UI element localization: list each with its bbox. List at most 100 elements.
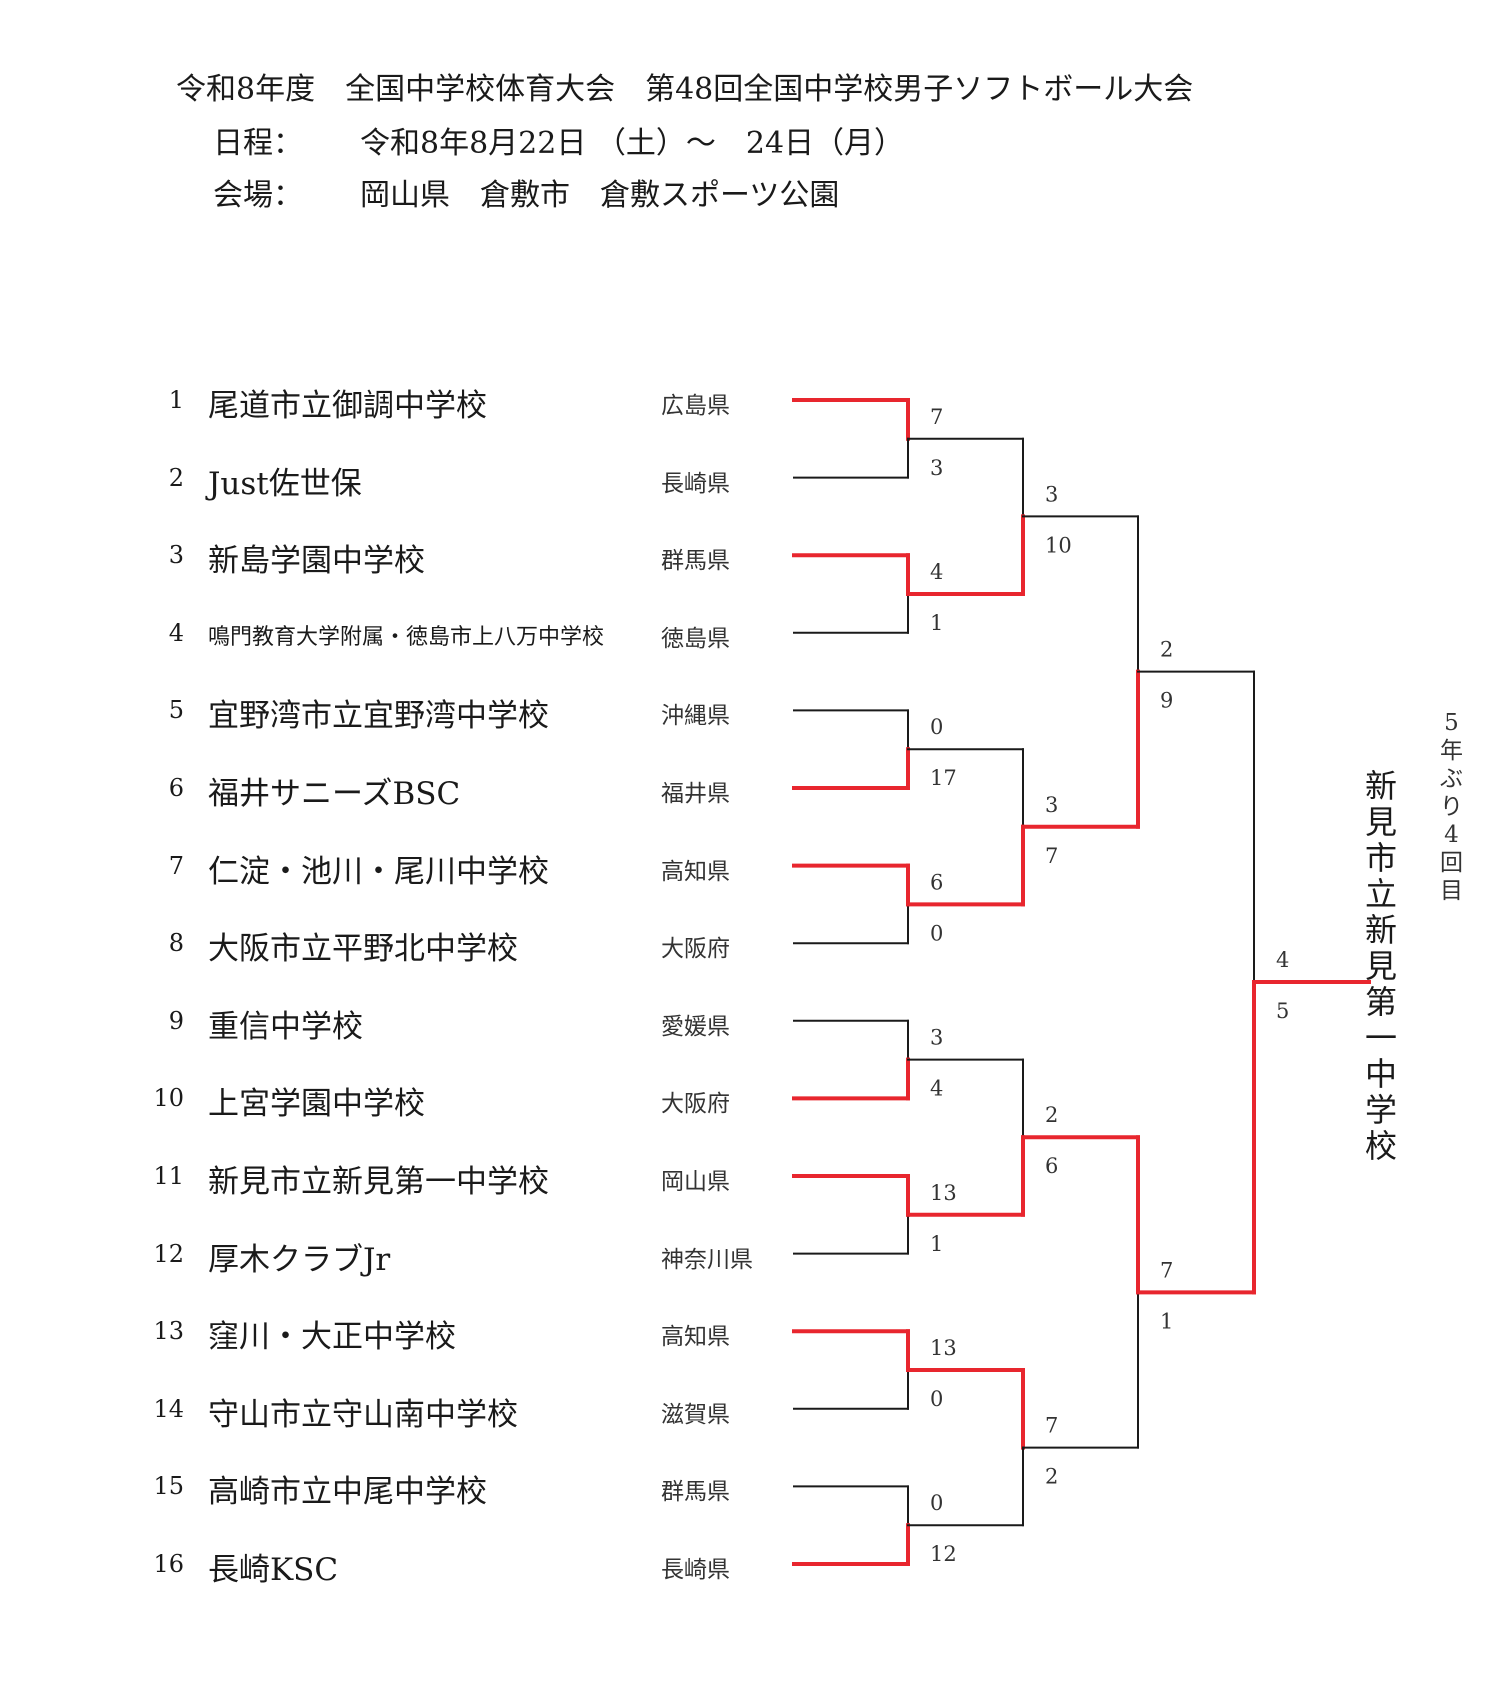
- team-seed: 12: [153, 1239, 184, 1268]
- team-row: 15 高崎市立中尾中学校 群馬県: [0, 1466, 790, 1510]
- team-prefecture: 神奈川県: [661, 1246, 753, 1273]
- venue-value: 岡山県 倉敷市 倉敷スポーツ公園: [360, 178, 840, 213]
- match-score: 0: [930, 1387, 943, 1411]
- team-seed: 2: [168, 463, 184, 492]
- team-row: 5 宜野湾市立宜野湾中学校 沖縄県: [0, 690, 790, 734]
- match-score: 7: [1160, 1258, 1173, 1282]
- team-prefecture: 長崎県: [661, 470, 730, 497]
- match-score: 3: [930, 456, 943, 480]
- team-name: 守山市立守山南中学校: [208, 1396, 518, 1433]
- team-prefecture: 滋賀県: [661, 1401, 730, 1428]
- team-seed: 7: [168, 851, 184, 880]
- team-name: 宜野湾市立宜野湾中学校: [208, 698, 549, 735]
- team-row: 12 厚木クラブJr 神奈川県: [0, 1234, 790, 1278]
- team-prefecture: 長崎県: [661, 1557, 730, 1583]
- team-prefecture: 福井県: [661, 781, 730, 807]
- match-score: 3: [1045, 482, 1058, 506]
- match-score: 6: [930, 870, 943, 894]
- team-name: 新見市立新見第一中学校: [208, 1164, 549, 1200]
- team-row: 3 新島学園中学校 群馬県: [0, 535, 790, 579]
- team-name: 上宮学園中学校: [208, 1086, 425, 1123]
- match-score: 4: [930, 1077, 943, 1101]
- match-score: 1: [930, 611, 943, 635]
- team-prefecture: 高知県: [661, 1324, 730, 1351]
- match-score: 4: [1276, 948, 1289, 972]
- champion-name: 新見市立新見第一中学校: [1365, 767, 1398, 1165]
- match-score: 2: [1160, 638, 1173, 662]
- page-title: 令和8年度 全国中学校体育大会 第48回全国中学校男子ソフトボール大会: [176, 72, 1194, 107]
- team-row: 8 大阪市立平野北中学校 大阪府: [0, 923, 790, 967]
- team-row: 13 窪川・大正中学校 高知県: [0, 1311, 790, 1355]
- team-seed: 4: [168, 618, 184, 647]
- match-score: 12: [930, 1542, 957, 1566]
- team-name: 大阪市立平野北中学校: [208, 931, 518, 968]
- venue-label: 会場：: [213, 178, 303, 213]
- match-score: 1: [930, 1232, 943, 1256]
- match-score: 17: [930, 766, 957, 790]
- team-seed: 6: [168, 774, 184, 802]
- match-score: 0: [930, 715, 943, 739]
- team-name: 重信中学校: [208, 1008, 363, 1045]
- team-prefecture: 群馬県: [661, 548, 730, 575]
- match-score: 13: [930, 1181, 957, 1205]
- match-score: 4: [930, 560, 943, 584]
- team-name: 尾道市立御調中学校: [208, 388, 487, 424]
- team-name: 高崎市立中尾中学校: [208, 1474, 487, 1511]
- team-row: 1 尾道市立御調中学校 広島県: [0, 380, 790, 424]
- team-name: 新島学園中学校: [208, 543, 425, 580]
- match-score: 0: [930, 1491, 943, 1515]
- team-seed: 1: [168, 386, 184, 414]
- team-seed: 9: [168, 1006, 184, 1035]
- team-prefecture: 広島県: [661, 393, 730, 419]
- match-score: 3: [930, 1026, 943, 1050]
- team-seed: 16: [153, 1550, 184, 1578]
- team-prefecture: 大阪府: [661, 936, 730, 963]
- team-row: 9 重信中学校 愛媛県: [0, 1001, 790, 1045]
- team-row: 14 守山市立守山南中学校 滋賀県: [0, 1389, 790, 1433]
- team-seed: 10: [153, 1084, 184, 1113]
- team-row: 10 上宮学園中学校 大阪府: [0, 1078, 790, 1122]
- team-row: 6 福井サニーズBSC 福井県: [0, 768, 790, 812]
- team-row: 11 新見市立新見第一中学校 岡山県: [0, 1156, 790, 1200]
- team-seed: 15: [153, 1472, 184, 1501]
- match-score: 10: [1045, 533, 1072, 557]
- match-score: 0: [930, 921, 943, 945]
- team-name: 厚木クラブJr: [208, 1241, 391, 1278]
- team-name: 仁淀・池川・尾川中学校: [208, 853, 549, 890]
- team-row: 7 仁淀・池川・尾川中学校 高知県: [0, 846, 790, 890]
- team-prefecture: 群馬県: [661, 1479, 730, 1506]
- team-seed: 11: [153, 1162, 184, 1190]
- team-name: 窪川・大正中学校: [208, 1319, 456, 1356]
- match-score: 7: [930, 405, 943, 429]
- team-seed: 5: [168, 696, 184, 725]
- match-score: 2: [1045, 1103, 1058, 1127]
- team-prefecture: 岡山県: [661, 1169, 730, 1195]
- match-score: 6: [1045, 1154, 1058, 1178]
- team-prefecture: 愛媛県: [661, 1013, 730, 1040]
- match-score: 1: [1160, 1309, 1173, 1333]
- match-score: 9: [1160, 689, 1173, 713]
- match-score: 7: [1045, 1414, 1058, 1438]
- team-name: 鳴門教育大学附属・徳島市上八万中学校: [208, 624, 605, 650]
- team-row: 16 長崎KSC 長崎県: [0, 1544, 790, 1588]
- match-score: 7: [1045, 844, 1058, 868]
- team-seed: 8: [168, 929, 184, 958]
- team-name: 福井サニーズBSC: [208, 776, 461, 812]
- team-seed: 13: [153, 1317, 184, 1346]
- team-prefecture: 徳島県: [661, 625, 730, 652]
- team-name: 長崎KSC: [208, 1552, 339, 1588]
- match-score: 5: [1276, 999, 1289, 1023]
- schedule-label: 日程：: [213, 126, 303, 161]
- team-seed: 14: [153, 1394, 184, 1423]
- match-score: 13: [930, 1336, 957, 1360]
- schedule-value: 令和8年8月22日 （土）～ 24日（月）: [360, 126, 905, 161]
- team-prefecture: 沖縄県: [661, 703, 730, 730]
- team-row: 4 鳴門教育大学附属・徳島市上八万中学校 徳島県: [0, 613, 790, 653]
- team-prefecture: 大阪府: [661, 1091, 730, 1118]
- team-prefecture: 高知県: [661, 858, 730, 885]
- team-seed: 3: [168, 541, 184, 570]
- match-score: 2: [1045, 1465, 1058, 1489]
